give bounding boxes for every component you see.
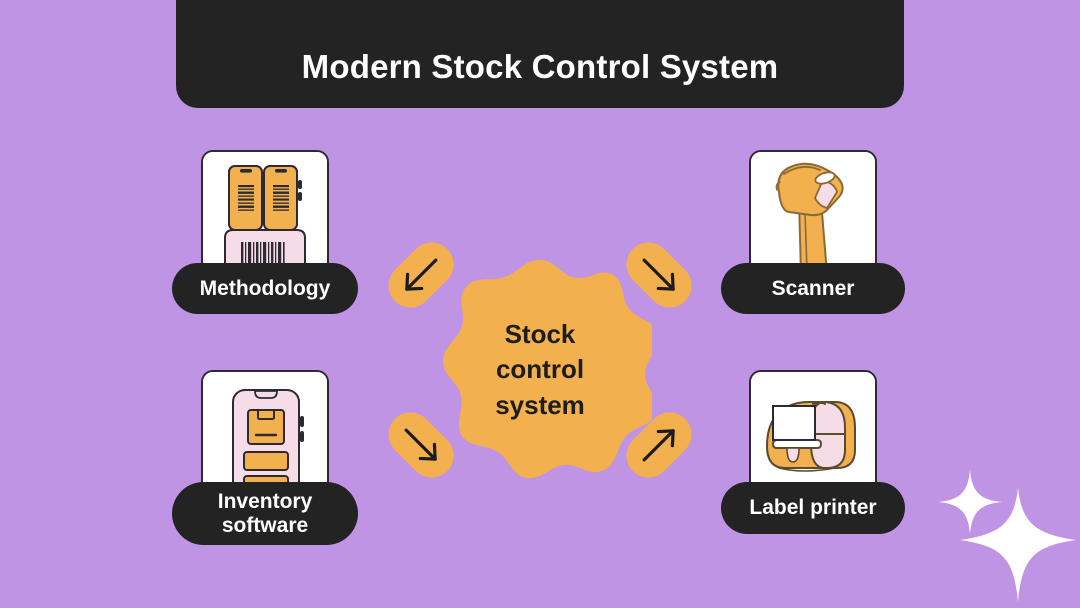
sparkle-decoration xyxy=(934,466,1080,608)
connector-arrow-up-right xyxy=(617,233,700,316)
sparkle-large-icon xyxy=(960,488,1076,602)
smartphone-inventory-app-icon xyxy=(201,370,329,496)
barcode-scanner-icon xyxy=(749,150,877,276)
node-label-methodology[interactable]: Methodology xyxy=(172,263,358,314)
node-label-printer[interactable]: Label printer xyxy=(721,482,905,534)
page-title: Modern Stock Control System xyxy=(301,48,779,85)
connector-arrow-down-right xyxy=(617,403,700,486)
node-label-text: Inventory software xyxy=(217,489,313,537)
node-label-inventory[interactable]: Inventory software xyxy=(172,482,358,545)
burst-shape xyxy=(443,260,652,479)
barcode-labels-icon xyxy=(201,150,329,276)
connector-arrow-up-left xyxy=(379,233,462,316)
header-bar: Modern Stock Control System xyxy=(176,0,904,108)
center-label: Stock control system xyxy=(495,319,585,420)
node-label-text: Methodology xyxy=(199,276,331,300)
label-printer-icon xyxy=(749,370,877,496)
node-label-text: Label printer xyxy=(749,496,877,520)
node-label-scanner[interactable]: Scanner xyxy=(721,263,905,314)
center-burst: Stock control system xyxy=(428,258,652,482)
connector-arrow-down-left xyxy=(379,403,462,486)
node-label-text: Scanner xyxy=(771,276,855,300)
sparkle-small-icon xyxy=(938,470,1002,534)
